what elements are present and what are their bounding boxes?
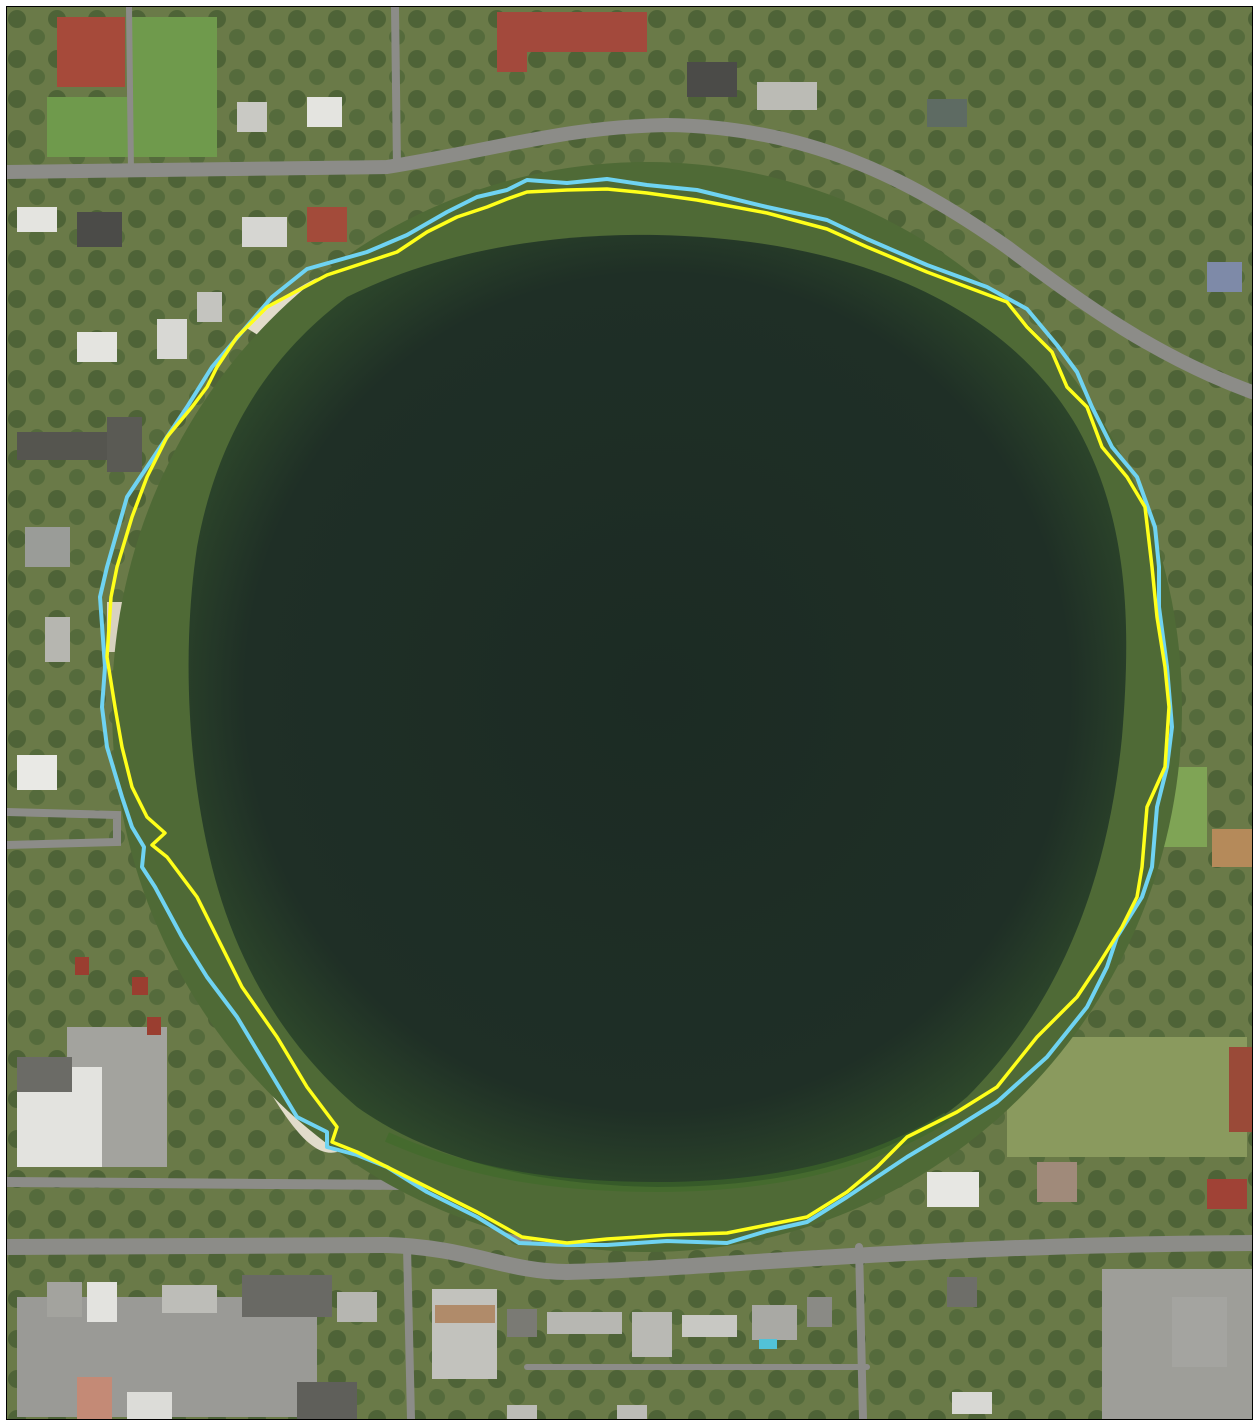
building [757, 82, 817, 110]
building [337, 1292, 377, 1322]
building [947, 1277, 977, 1307]
building [682, 1315, 737, 1337]
building [617, 1405, 647, 1419]
lawn [127, 17, 217, 157]
inner-boundary-line [105, 187, 1171, 1245]
building [87, 1282, 117, 1322]
building [952, 1392, 992, 1414]
building [307, 207, 347, 242]
road-north-curve [7, 117, 1252, 399]
buildings [17, 12, 1252, 1419]
building [75, 957, 89, 975]
road-west-lot [7, 808, 121, 849]
road-west-vertical [391, 7, 401, 171]
building [1212, 829, 1252, 867]
building [1172, 1297, 1227, 1367]
building [157, 319, 187, 359]
building [435, 1305, 495, 1323]
building [687, 62, 737, 97]
map-frame [6, 6, 1253, 1420]
building [77, 332, 117, 362]
building [45, 617, 70, 662]
building [807, 1297, 832, 1327]
building [307, 97, 342, 127]
building [132, 977, 148, 995]
building [57, 17, 125, 87]
building [47, 1282, 82, 1317]
building [507, 1405, 537, 1419]
building [1037, 1162, 1077, 1202]
road-west-vertical-2 [126, 7, 134, 175]
building [297, 1382, 357, 1419]
building [147, 1017, 161, 1035]
building [17, 207, 57, 232]
building [127, 1392, 172, 1419]
building [197, 292, 222, 322]
outer-boundary-line [98, 177, 1174, 1247]
lake [188, 234, 1127, 1188]
building [547, 1312, 622, 1334]
building [927, 1172, 979, 1207]
building [432, 1289, 497, 1379]
building [17, 755, 57, 790]
building [242, 217, 287, 247]
building [77, 1377, 112, 1419]
building [25, 527, 70, 567]
building [507, 1309, 537, 1337]
building [497, 12, 527, 72]
building [1207, 262, 1242, 292]
building [107, 417, 142, 472]
road-south-vertical [403, 1243, 415, 1419]
swimming-pool [759, 1339, 777, 1349]
building [77, 212, 122, 247]
road-south-main [7, 1235, 1252, 1281]
building [162, 1285, 217, 1313]
building [1207, 1179, 1247, 1209]
lawn [47, 97, 127, 157]
aerial-map [7, 7, 1252, 1419]
building [237, 102, 267, 132]
algae-fringe [384, 1112, 950, 1193]
building [927, 99, 967, 127]
road-south-vertical-2 [855, 1243, 867, 1419]
building [1229, 1047, 1252, 1132]
building [752, 1305, 797, 1340]
building [632, 1312, 672, 1357]
building [17, 1057, 72, 1092]
building [17, 432, 107, 460]
building [242, 1275, 332, 1317]
